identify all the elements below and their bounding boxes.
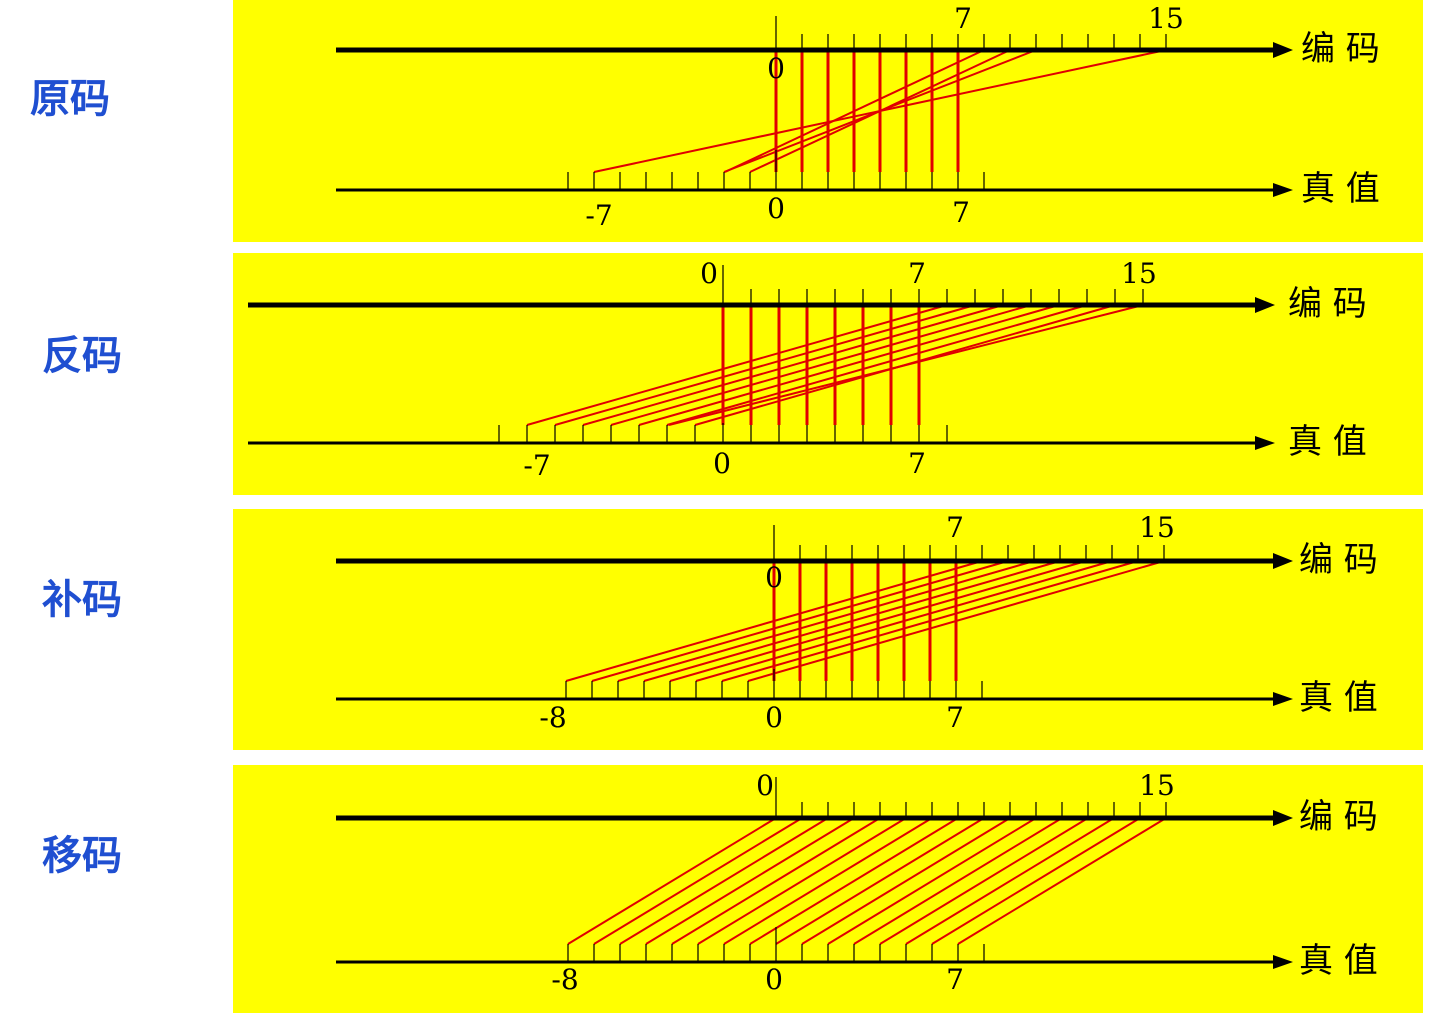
mapping-line [747, 560, 1165, 682]
code-axis-name: 编 码 [1301, 29, 1380, 69]
mapping-line [638, 304, 1060, 426]
mapping-line [721, 560, 1139, 682]
diagram-excess-code: 0 15 -8 0 7 编 码真 值 [336, 769, 1378, 996]
code-axis-arrow-icon [1273, 42, 1293, 58]
code-label-fifteen: 15 [1148, 2, 1184, 35]
code-label-seven: 7 [946, 511, 964, 544]
code-axis-name: 编 码 [1299, 797, 1378, 837]
mapping-line [669, 560, 1087, 682]
value-axis-name: 真 值 [1288, 422, 1367, 462]
mapping-line [671, 817, 881, 945]
mapping-line [668, 304, 1144, 426]
mapping-line [610, 304, 1032, 426]
mapping-line [695, 560, 1113, 682]
value-label-max: 7 [946, 701, 964, 734]
value-label-min: -7 [523, 449, 550, 482]
mapping-line [593, 49, 1167, 173]
code-axis-name: 编 码 [1299, 540, 1378, 580]
mapping-line [879, 817, 1089, 945]
label-ones-complement: 反码 [42, 333, 122, 379]
mapping-line [554, 304, 976, 426]
value-label-max: 7 [946, 963, 964, 996]
value-axis-arrow-icon [1273, 183, 1293, 197]
panel-sign-magnitude: 0 7 15 -7 0 7 编 码真 值 [233, 0, 1423, 242]
value-label-zero: 0 [767, 192, 785, 225]
mapping-line [619, 817, 829, 945]
panel-twos-complement: 0 7 15 -8 0 7 编 码真 值 [233, 509, 1423, 750]
code-label-seven: 7 [954, 2, 972, 35]
diagram-twos-complement: 0 7 15 -8 0 7 编 码真 值 [336, 511, 1378, 734]
mapping-line [749, 817, 959, 945]
code-label-fifteen: 15 [1139, 769, 1175, 802]
mapping-line [526, 304, 948, 426]
value-label-zero: 0 [713, 447, 731, 480]
mapping-line [666, 304, 1088, 426]
panel-excess-code: 0 15 -8 0 7 编 码真 值 [233, 765, 1423, 1013]
mapping-line [827, 817, 1037, 945]
value-label-max: 7 [908, 447, 926, 480]
value-label-zero: 0 [765, 963, 783, 996]
code-axis-arrow-icon [1273, 810, 1293, 826]
mapping-line [853, 817, 1063, 945]
value-label-min: -8 [551, 963, 578, 996]
code-label-zero: 0 [767, 52, 785, 85]
value-label-min: -7 [585, 199, 612, 232]
panel-ones-complement: 0 7 15 -7 0 7 编 码真 值 [233, 253, 1423, 495]
label-sign-magnitude: 原码 [30, 76, 110, 122]
code-label-seven: 7 [908, 257, 926, 290]
mapping-line [724, 49, 985, 173]
code-label-fifteen: 15 [1139, 511, 1175, 544]
label-excess-code: 移码 [42, 833, 122, 879]
value-label-min: -8 [539, 701, 566, 734]
code-axis-arrow-icon [1255, 297, 1275, 313]
label-twos-complement: 补码 [42, 577, 122, 623]
mapping-line [723, 817, 933, 945]
mapping-line [591, 560, 1009, 682]
mapping-line [775, 817, 985, 945]
value-axis-name: 真 值 [1299, 941, 1378, 981]
code-label-fifteen: 15 [1121, 257, 1157, 290]
value-axis-arrow-icon [1273, 955, 1293, 969]
mapping-line [957, 817, 1167, 945]
code-axis-name: 编 码 [1288, 284, 1367, 324]
value-axis-arrow-icon [1273, 692, 1293, 706]
mapping-line [617, 560, 1035, 682]
mapping-line [582, 304, 1004, 426]
mapping-line [697, 817, 907, 945]
value-label-max: 7 [952, 196, 970, 229]
value-axis-name: 真 值 [1299, 678, 1378, 718]
mapping-line [645, 817, 855, 945]
diagram-ones-complement: 0 7 15 -7 0 7 编 码真 值 [248, 257, 1367, 482]
mapping-line [931, 817, 1141, 945]
mapping-line [643, 560, 1061, 682]
code-axis-arrow-icon [1273, 553, 1293, 569]
code-label-zero: 0 [765, 561, 783, 594]
code-label-zero: 0 [756, 769, 774, 802]
mapping-line [565, 560, 983, 682]
mapping-line [801, 817, 1011, 945]
code-label-zero: 0 [700, 257, 718, 290]
diagram-sign-magnitude: 0 7 15 -7 0 7 编 码真 值 [336, 2, 1380, 232]
value-axis-arrow-icon [1255, 436, 1275, 450]
mapping-line [905, 817, 1115, 945]
mapping-line [593, 817, 803, 945]
value-axis-name: 真 值 [1301, 169, 1380, 209]
value-label-zero: 0 [765, 701, 783, 734]
mapping-line [567, 817, 777, 945]
